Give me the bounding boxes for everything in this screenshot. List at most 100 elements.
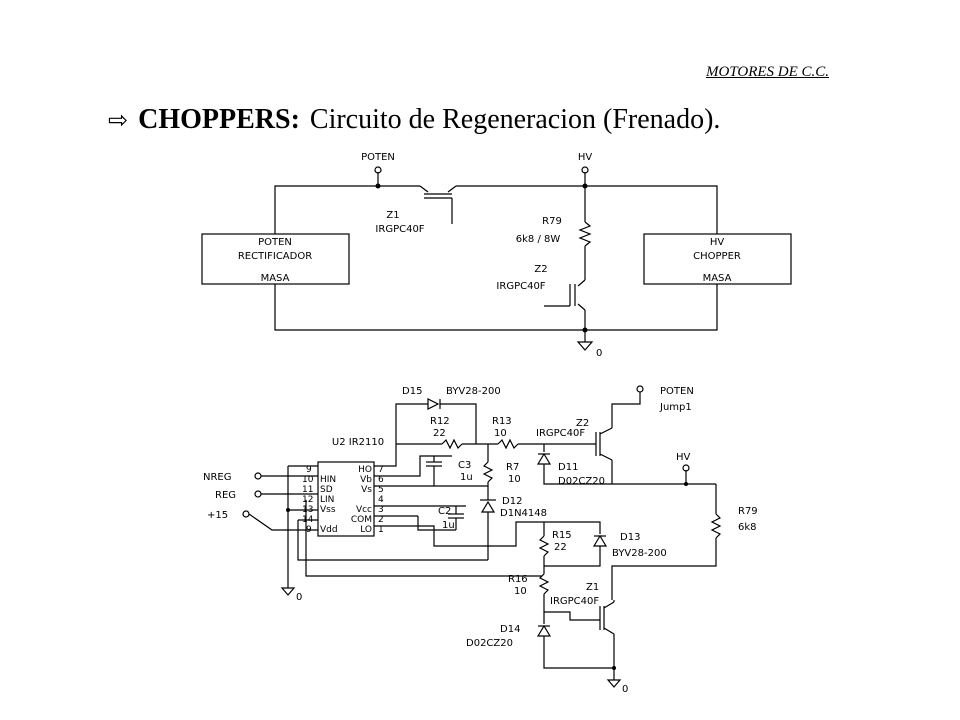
hv-node-wire — [543, 464, 716, 485]
r15-value-label: 22 — [554, 542, 567, 553]
r13-ref-label: R13 — [492, 416, 512, 427]
r7-resistor — [482, 461, 494, 483]
c3-ref-label: C3 — [458, 460, 471, 471]
section-header: MOTORES DE C.C. — [706, 64, 830, 80]
z2b-ref-label: Z2 — [576, 418, 589, 429]
pin-num-12: 12 — [302, 495, 313, 505]
rectifier-top-label: POTEN — [258, 237, 292, 248]
plus15-label: +15 — [207, 510, 228, 521]
d11-part-label: D02CZ20 — [558, 476, 605, 487]
z1-part-label: IRGPC40F — [375, 224, 424, 235]
pin-vcc-label: Vcc — [356, 505, 372, 515]
arrow-right-icon: ⇨ — [108, 108, 129, 134]
com-link-wire — [417, 516, 456, 531]
poten-net-label: POTEN — [361, 152, 395, 163]
pin-num-6: 6 — [378, 475, 384, 485]
reg-label: REG — [215, 490, 236, 501]
pin-num-11: 11 — [302, 485, 313, 495]
pin-lo-label: LO — [360, 525, 372, 535]
d11-diode-icon — [536, 452, 552, 465]
pin-num-5: 5 — [378, 485, 384, 495]
vb-wire — [374, 455, 452, 477]
r15-ref-label: R15 — [552, 530, 572, 541]
poten-b-label: POTEN — [660, 386, 694, 397]
c3-value-label: 1u — [460, 472, 473, 483]
z2-part-label: IRGPC40F — [496, 281, 545, 292]
rectifier-name-label: RECTIFICADOR — [238, 251, 312, 262]
d15-part-label: BYV28-200 — [446, 386, 501, 397]
chopper-name-label: CHOPPER — [693, 251, 741, 262]
z1-igbt-symbol-bottom — [599, 600, 615, 668]
z1b-ref-label: Z1 — [586, 582, 599, 593]
ground-icon — [576, 341, 594, 351]
top-schematic: POTEN RECTIFICADOR MASA HV CHOPPER MASA … — [201, 152, 792, 359]
c2-value-label: 1u — [442, 520, 455, 531]
d12-part-label: D1N4148 — [500, 508, 547, 519]
ground-bus-wire — [274, 284, 718, 331]
u2-label: U2 IR2110 — [332, 437, 384, 448]
pin-com-label: COM — [351, 515, 372, 525]
jump1-label: Jump1 — [659, 402, 692, 413]
z1-ref-label: Z1 — [386, 210, 399, 221]
r13-value-label: 10 — [494, 428, 507, 439]
pin-ho-label: HO — [358, 465, 372, 475]
z2-ref-label: Z2 — [534, 264, 547, 275]
d13-ref-label: D13 — [620, 532, 640, 543]
r79b-resistor — [710, 513, 722, 539]
hv-terminal — [581, 166, 589, 174]
plus15-terminal — [242, 510, 250, 518]
u2-ic-body — [317, 461, 375, 537]
z2-igbt-symbol-bottom — [595, 392, 641, 484]
pin-num-3: 3 — [378, 505, 384, 515]
r16-ref-label: R16 — [508, 574, 528, 585]
com-return-wire — [297, 520, 488, 561]
ground-a-icon — [280, 587, 296, 596]
r15-resistor — [538, 535, 550, 557]
z1-igbt-symbol — [419, 185, 457, 224]
pin-num-9: 9 — [306, 465, 312, 475]
title-keyword: CHOPPERS: — [138, 104, 300, 135]
pin-vb-label: Vb — [360, 475, 372, 485]
page-title: ⇨ CHOPPERS: Circuito de Regeneracion (Fren… — [108, 104, 720, 136]
pin-vs-label: Vs — [361, 485, 372, 495]
plus15-wire — [248, 513, 318, 531]
d14-part-label: D02CZ20 — [466, 638, 513, 649]
ground-label: 0 — [596, 348, 602, 359]
r7-ref-label: R7 — [506, 462, 519, 473]
r79b-value-label: 6k8 — [738, 522, 757, 533]
bottom-schematic: U2 IR2110 HIN SD LIN Vss Vdd 9 10 11 12 … — [203, 385, 758, 695]
poten-b-terminal — [636, 385, 644, 393]
c2-ref-label: C2 — [438, 506, 451, 517]
poten-junction — [375, 183, 381, 189]
z2b-part-label: IRGPC40F — [536, 428, 585, 439]
hv-b-terminal — [682, 464, 690, 472]
title-text: Circuito de Regeneracion (Frenado). — [309, 104, 721, 135]
pin-vss-label: Vss — [320, 505, 336, 515]
d11-ref-label: D11 — [558, 462, 578, 473]
r79-value-label: 6k8 / 8W — [516, 234, 561, 245]
d15-diode-icon — [427, 398, 440, 410]
pin-hin-label: HIN — [320, 475, 336, 485]
nreg-terminal — [254, 472, 262, 480]
d15-right-wire — [440, 403, 477, 444]
r7-value-label: 10 — [508, 474, 521, 485]
pin-num-1: 1 — [378, 525, 384, 535]
pin-num-4: 4 — [378, 495, 384, 505]
pin-sd-label: SD — [320, 485, 333, 495]
r16-bottom-wire — [543, 594, 600, 621]
r79-resistor — [578, 221, 592, 247]
poten-bus-wire — [274, 185, 420, 234]
z1b-part-label: IRGPC40F — [550, 596, 599, 607]
nreg-label: NREG — [203, 472, 232, 483]
pin-num-10: 10 — [302, 475, 314, 485]
poten-terminal — [374, 166, 382, 174]
reg-terminal — [254, 490, 262, 498]
r12-ref-label: R12 — [430, 416, 450, 427]
r79b-ref-label: R79 — [738, 506, 758, 517]
hv-bus-wire — [456, 185, 718, 234]
r13-resistor — [497, 438, 519, 450]
chopper-bottom-label: MASA — [703, 273, 732, 284]
pin-num-2: 2 — [378, 515, 384, 525]
gnd-a-junction — [286, 508, 290, 512]
